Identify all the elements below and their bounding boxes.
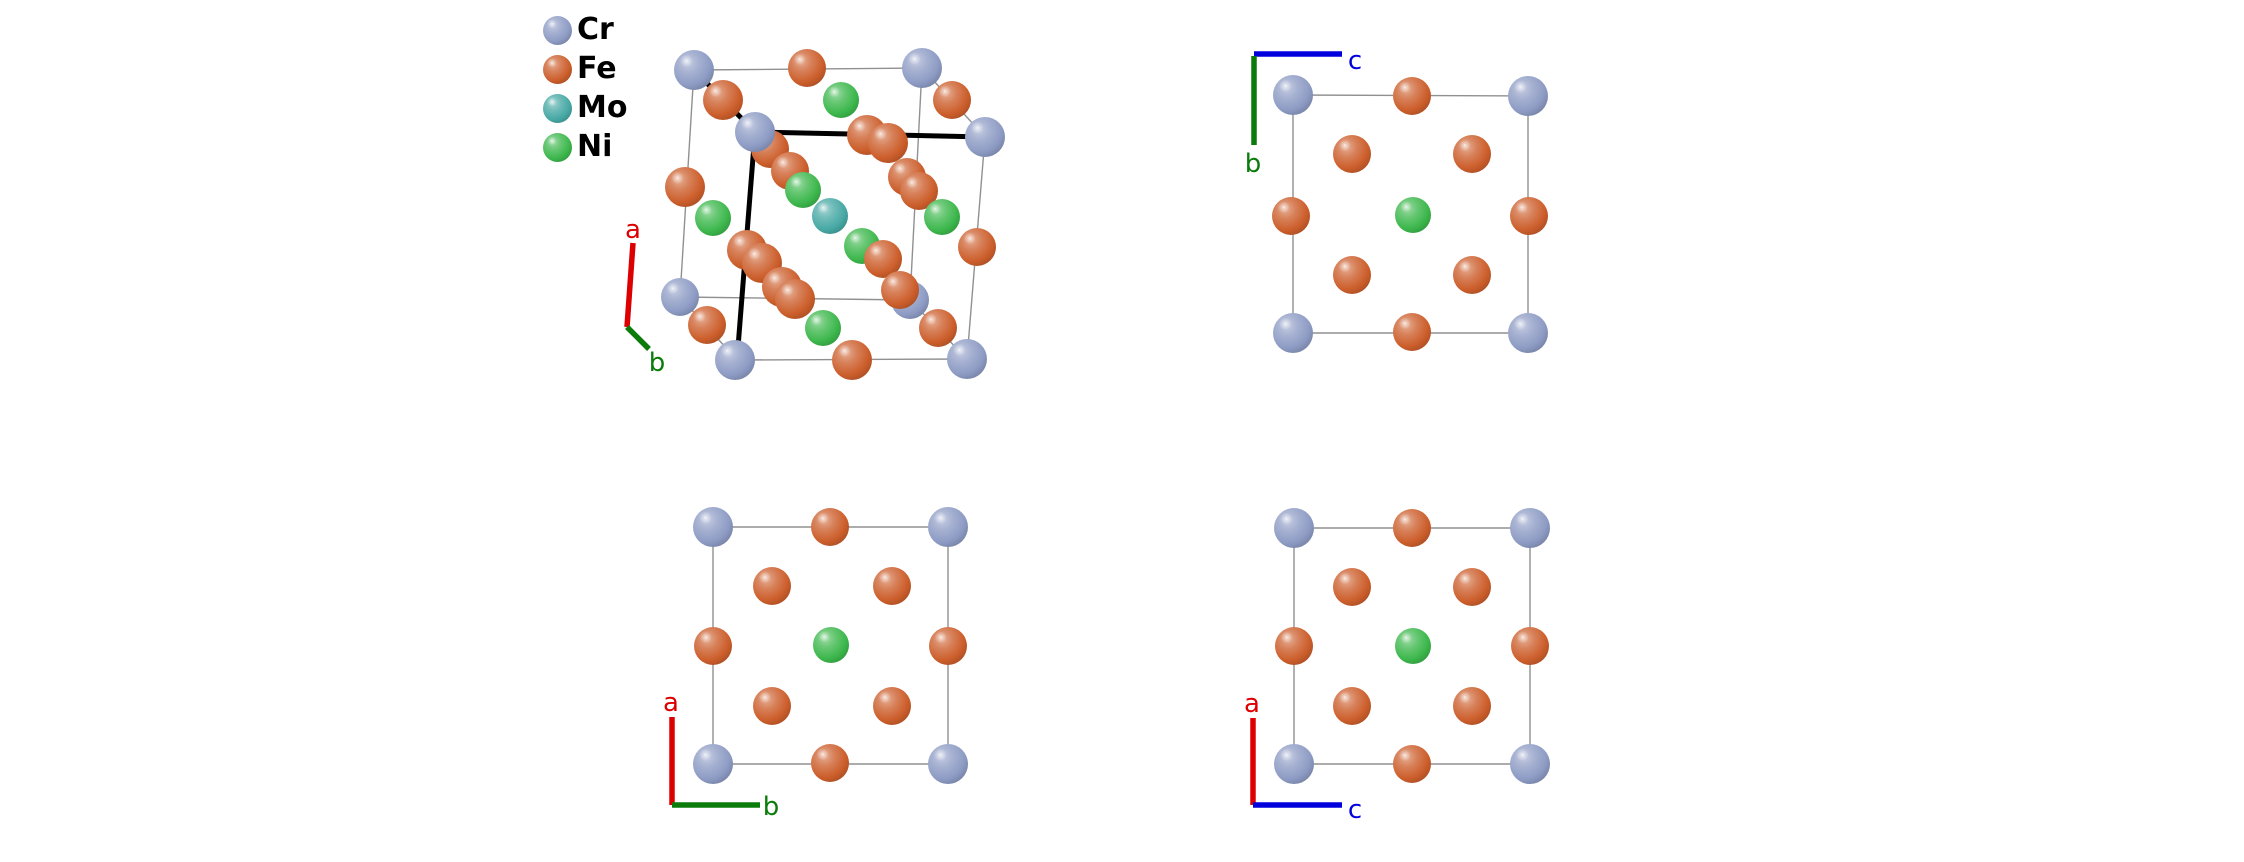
axis-label-b: b [762, 792, 780, 822]
perspective-3d-view-axis-a-line [624, 242, 636, 328]
ni-atom-swatch [543, 132, 572, 162]
legend-label-fe: Fe [577, 51, 617, 86]
axis-label-c: c [1347, 46, 1363, 76]
mo-atom-swatch [543, 93, 572, 123]
perspective-3d-view-axis-b-line [625, 325, 651, 351]
axis-label-a: a [1244, 689, 1260, 719]
legend-label-ni: Ni [577, 129, 613, 164]
axis-label-b: b [1244, 149, 1262, 179]
axis-label-b: b [648, 348, 666, 378]
cr-atom-swatch [543, 15, 572, 45]
axis-label-a: a [625, 215, 641, 245]
axis-label-c: c [1347, 795, 1363, 825]
legend-item-ni: Ni [543, 127, 612, 167]
legend-item-cr: Cr [543, 10, 614, 50]
legend-label-cr: Cr [577, 12, 614, 47]
axis-label-a: a [663, 688, 679, 718]
legend-item-mo: Mo [543, 88, 627, 128]
legend-item-fe: Fe [543, 49, 617, 89]
fe-atom-swatch [543, 54, 572, 84]
legend-label-mo: Mo [577, 90, 628, 125]
